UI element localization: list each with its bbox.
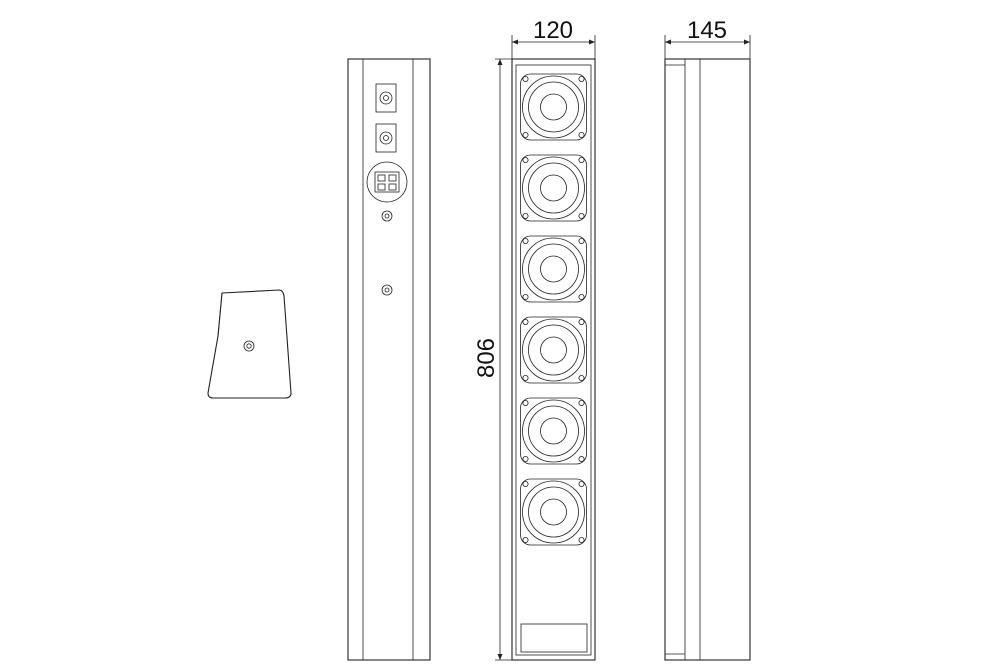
driver-screw [578,374,585,381]
height-dimension: 806 [473,58,512,661]
binding-post-terminal [366,161,408,203]
rear-fixing-hole-lower [381,284,393,296]
driver-screw [522,480,529,487]
driver-screw [578,76,585,83]
driver-screw [578,399,585,406]
driver-screw [522,131,529,138]
driver-screw [522,293,529,300]
front-view [511,58,596,661]
driver-screw [578,237,585,244]
height-dimension-label: 806 [473,338,500,378]
driver-screw [578,455,585,462]
driver-5 [520,397,587,465]
speakon-connector-bottom [375,123,397,153]
rear-fixing-hole-upper [381,210,393,222]
bracket-screw-hole [243,340,255,352]
driver-group [520,73,587,546]
speakon-connector-top [375,83,397,113]
driver-4 [520,316,587,384]
driver-screw [522,374,529,381]
driver-screw [578,480,585,487]
driver-screw [522,76,529,83]
driver-3 [520,235,587,303]
driver-screw [578,156,585,163]
depth-dimension: 145 [664,17,751,59]
driver-screw [578,537,585,544]
width-dimension: 120 [511,17,596,59]
driver-screw [522,537,529,544]
side-view [664,58,751,661]
driver-screw [522,455,529,462]
rear-view [347,58,431,661]
depth-dimension-label: 145 [687,17,727,44]
driver-screw [578,212,585,219]
driver-screw [522,399,529,406]
width-dimension-label: 120 [533,17,573,44]
driver-6 [520,478,587,546]
front-port [520,623,588,653]
driver-screw [522,318,529,325]
driver-2 [520,154,587,222]
driver-screw [522,237,529,244]
driver-screw [522,156,529,163]
driver-1 [520,73,587,141]
driver-screw [578,131,585,138]
driver-screw [522,212,529,219]
driver-screw [578,318,585,325]
driver-screw [578,293,585,300]
mounting-bracket [207,289,292,399]
